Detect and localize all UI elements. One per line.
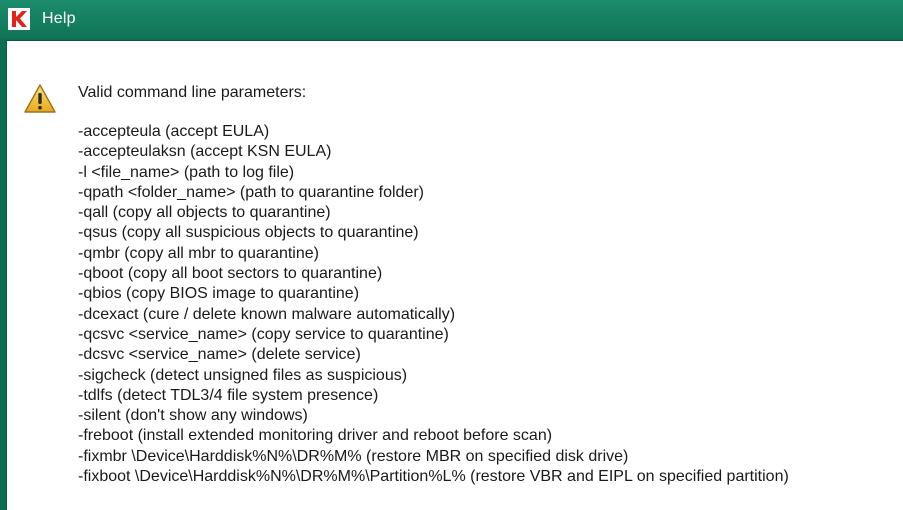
list-item: -qpath <folder_name> (path to quarantine… [78,183,425,201]
parameter-list: -accepteula (accept EULA) -accepteulaksn… [78,122,789,487]
list-item: -l <file_name> (path to log file) [78,163,295,181]
list-item: -qboot (copy all boot sectors to quarant… [78,265,383,283]
list-item: -accepteulaksn (accept KSN EULA) [78,143,332,161]
list-item: -tdlfs (detect TDL3/4 file system presen… [78,386,379,404]
title-bar[interactable]: Help [0,0,903,38]
list-item: -accepteula (accept EULA) [78,123,270,140]
kaspersky-k-icon [8,8,30,30]
window-title: Help [42,10,76,27]
list-item: -qall (copy all objects to quarantine) [78,204,331,222]
list-item: -dcexact (cure / delete known malware au… [78,305,456,323]
list-item: -dcsvc <service_name> (delete service) [78,346,361,364]
list-item: -qcsvc <service_name> (copy service to q… [78,325,449,343]
list-item: -qmbr (copy all mbr to quarantine) [78,244,319,262]
list-item: -silent (don't show any windows) [78,407,308,425]
list-item: -qsus (copy all suspicious objects to qu… [78,224,419,242]
list-item: -fixboot \Device\Harddisk%N%\DR%M%\Parti… [78,468,789,486]
list-item: -freboot (install extended monitoring dr… [78,427,553,445]
warning-icon [23,83,57,115]
list-item: -fixmbr \Device\Harddisk%N%\DR%M% (resto… [78,447,629,465]
message-area: Valid command line parameters: -accepteu… [6,40,903,510]
list-item: -sigcheck (detect unsigned files as susp… [78,366,408,384]
list-item: -qbios (copy BIOS image to quarantine) [78,285,360,303]
message-heading: Valid command line parameters: [78,84,307,101]
